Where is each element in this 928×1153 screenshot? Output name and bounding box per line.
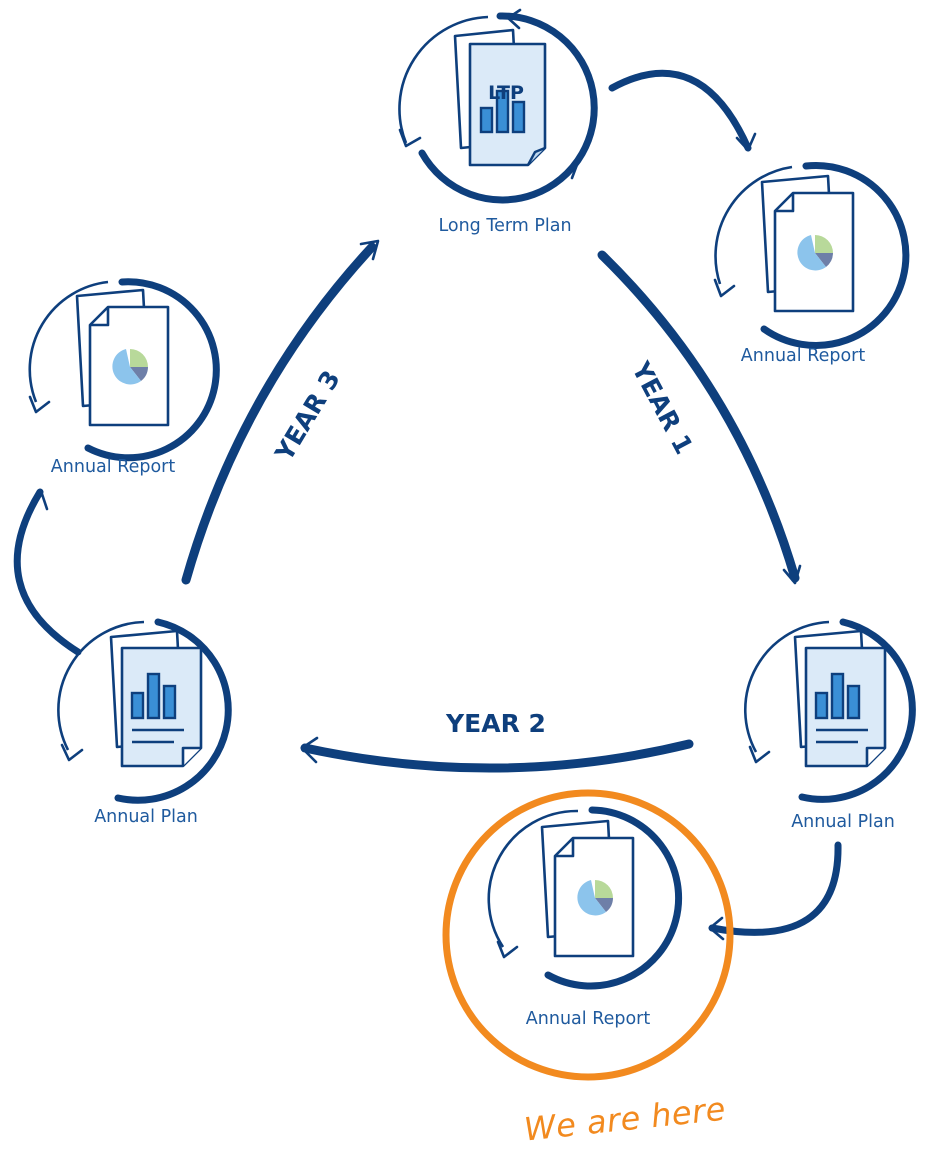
year3-arrowhead — [359, 239, 380, 261]
label-annual-report-current: Annual Report — [526, 1009, 651, 1029]
year2-arrowhead — [300, 736, 319, 764]
node-annual-plan-right — [744, 618, 916, 803]
label-annual-report-left: Annual Report — [51, 457, 176, 477]
connector-ltp-arrowhead — [735, 132, 757, 152]
connector-plan-to-report — [13, 488, 82, 656]
label-year-2: YEAR 2 — [445, 709, 546, 738]
label-year-3: YEAR 3 — [269, 365, 346, 466]
node-annual-report-top-right — [713, 161, 910, 349]
year2-arc — [300, 739, 694, 773]
ltp-doc-text: LTP — [488, 82, 524, 104]
year1-arc — [597, 250, 800, 583]
node-annual-report-current — [442, 789, 734, 1081]
node-long-term-plan: LTP — [398, 8, 598, 204]
we-are-here-label: We are here — [522, 1090, 727, 1149]
label-year-1: YEAR 1 — [626, 356, 699, 459]
node-annual-report-left — [28, 278, 220, 462]
label-annual-plan-left: Annual Plan — [94, 807, 198, 827]
node-annual-plan-left — [57, 618, 232, 804]
connector-ltp-to-report — [608, 69, 752, 152]
connector-current-arrowhead — [708, 916, 725, 941]
year1-arrowhead — [782, 564, 802, 585]
we-are-here-ring — [442, 789, 734, 1081]
year3-arc — [181, 242, 377, 585]
label-long-term-plan: Long Term Plan — [438, 216, 571, 236]
label-annual-plan-right: Annual Plan — [791, 812, 895, 832]
label-annual-report-top-right: Annual Report — [741, 346, 866, 366]
connector-plan-to-current-report — [708, 841, 842, 936]
connector-plan-arrowhead — [28, 489, 49, 511]
